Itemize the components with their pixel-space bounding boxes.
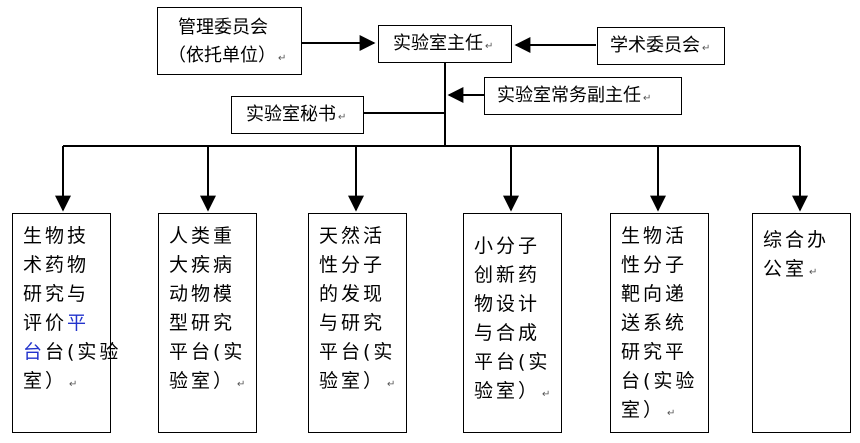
director-box: 实验室主任↵	[378, 25, 512, 63]
platform-box-5: 生物活 性分子 靶向递 送系统 研究平 台(实验 室）↵	[610, 213, 709, 433]
committee-line2: （依托单位）↵	[168, 45, 287, 66]
platform-box-2: 人类重 大疾病 动物模 型研究 平台(实 验室）↵	[158, 213, 257, 433]
platform-3-text: 天然活 性分子 的发现 与研究 平台(实 验室）↵	[319, 225, 396, 392]
deputy-label: 实验室常务副主任↵	[497, 85, 652, 106]
platform-4-text: 小分子 创新药 物设计 与合成 平台(实 验室）↵	[474, 235, 551, 402]
platform-6-text: 综合办 公室↵	[763, 229, 830, 280]
platform-box-1: 生物技 术药物 研究与 评价平 台台(实验 室）↵	[12, 213, 118, 433]
committee-box: 管理委员会 （依托单位）↵	[157, 7, 302, 75]
committee-line1: 管理委员会	[178, 17, 268, 38]
platform-box-6: 综合办 公室↵	[752, 213, 851, 433]
secretary-label: 实验室秘书↵	[246, 104, 347, 125]
secretary-box: 实验室秘书↵	[231, 96, 364, 134]
director-label: 实验室主任↵	[393, 33, 494, 54]
academic-box: 学术委员会↵	[597, 27, 725, 65]
platform-1-text: 生物技 术药物 研究与 评价平 台台(实验 室）↵	[23, 225, 122, 392]
platform-box-4: 小分子 创新药 物设计 与合成 平台(实 验室）↵	[463, 213, 562, 433]
platform-5-text: 生物活 性分子 靶向递 送系统 研究平 台(实验 室）↵	[621, 225, 698, 421]
deputy-box: 实验室常务副主任↵	[484, 77, 682, 115]
platform-2-text: 人类重 大疾病 动物模 型研究 平台(实 验室）↵	[169, 225, 246, 392]
platform-box-3: 天然活 性分子 的发现 与研究 平台(实 验室）↵	[308, 213, 407, 433]
academic-label: 学术委员会↵	[610, 35, 711, 56]
